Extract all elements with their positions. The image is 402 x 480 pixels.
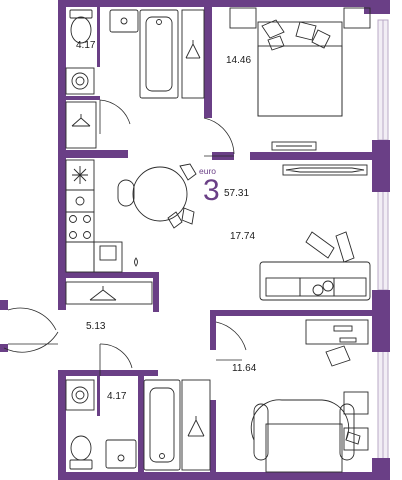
bedside-tables xyxy=(343,391,369,451)
counter-lower xyxy=(65,241,123,273)
door-bedroom-top xyxy=(203,117,235,157)
door-entrance xyxy=(3,307,59,353)
hanger-icon xyxy=(181,9,205,99)
room-area-hallway: 5.13 xyxy=(86,321,106,332)
apartment-class-label: euro xyxy=(199,166,217,176)
bed-icon xyxy=(229,7,371,117)
door-bathroom-bottom xyxy=(99,343,133,376)
bathtub-icon xyxy=(139,9,179,99)
toilet-icon xyxy=(69,9,93,44)
window-right-top xyxy=(377,19,389,141)
washing-machine-icon-bottom xyxy=(65,379,95,411)
room-area-bathroom-top: 4.17 xyxy=(76,40,96,51)
room-area-bedroom-top: 14.46 xyxy=(226,55,252,66)
sink-icon xyxy=(109,9,139,33)
room-area-bathroom-bottom: 4.17 xyxy=(107,391,127,402)
window-right-bottom xyxy=(377,349,389,461)
walls xyxy=(0,0,390,480)
tv-icon-top xyxy=(271,141,317,151)
room-area-living-kitchen: 17.74 xyxy=(230,231,256,242)
room-area-bedroom-bottom: 11.64 xyxy=(232,363,257,374)
door-bedroom-bottom xyxy=(215,321,247,361)
hanger-icon-bottom xyxy=(181,379,211,471)
sink-icon-bottom xyxy=(105,439,137,469)
bathtub-icon-bottom xyxy=(143,379,181,471)
stove-icon xyxy=(65,211,95,243)
fridge-marker xyxy=(134,257,138,267)
snowflake-icon xyxy=(65,159,95,191)
tv-icon xyxy=(282,164,368,176)
door-bathroom-top xyxy=(99,99,131,134)
desk-icon xyxy=(305,319,369,367)
washing-machine-icon xyxy=(65,67,95,95)
wardrobe-hanger-top-left xyxy=(65,101,97,149)
apartment-room-count: 3 xyxy=(203,174,220,207)
wardrobe-hanger-hall xyxy=(65,281,153,305)
counter xyxy=(65,189,95,213)
apartment-total-area: 57.31 xyxy=(224,188,250,199)
armchair-icon xyxy=(250,399,355,473)
sofa-icon xyxy=(259,231,371,301)
window-right-mid xyxy=(377,189,389,291)
toilet-icon-bottom xyxy=(69,435,93,470)
dining-table-icon xyxy=(117,163,197,229)
